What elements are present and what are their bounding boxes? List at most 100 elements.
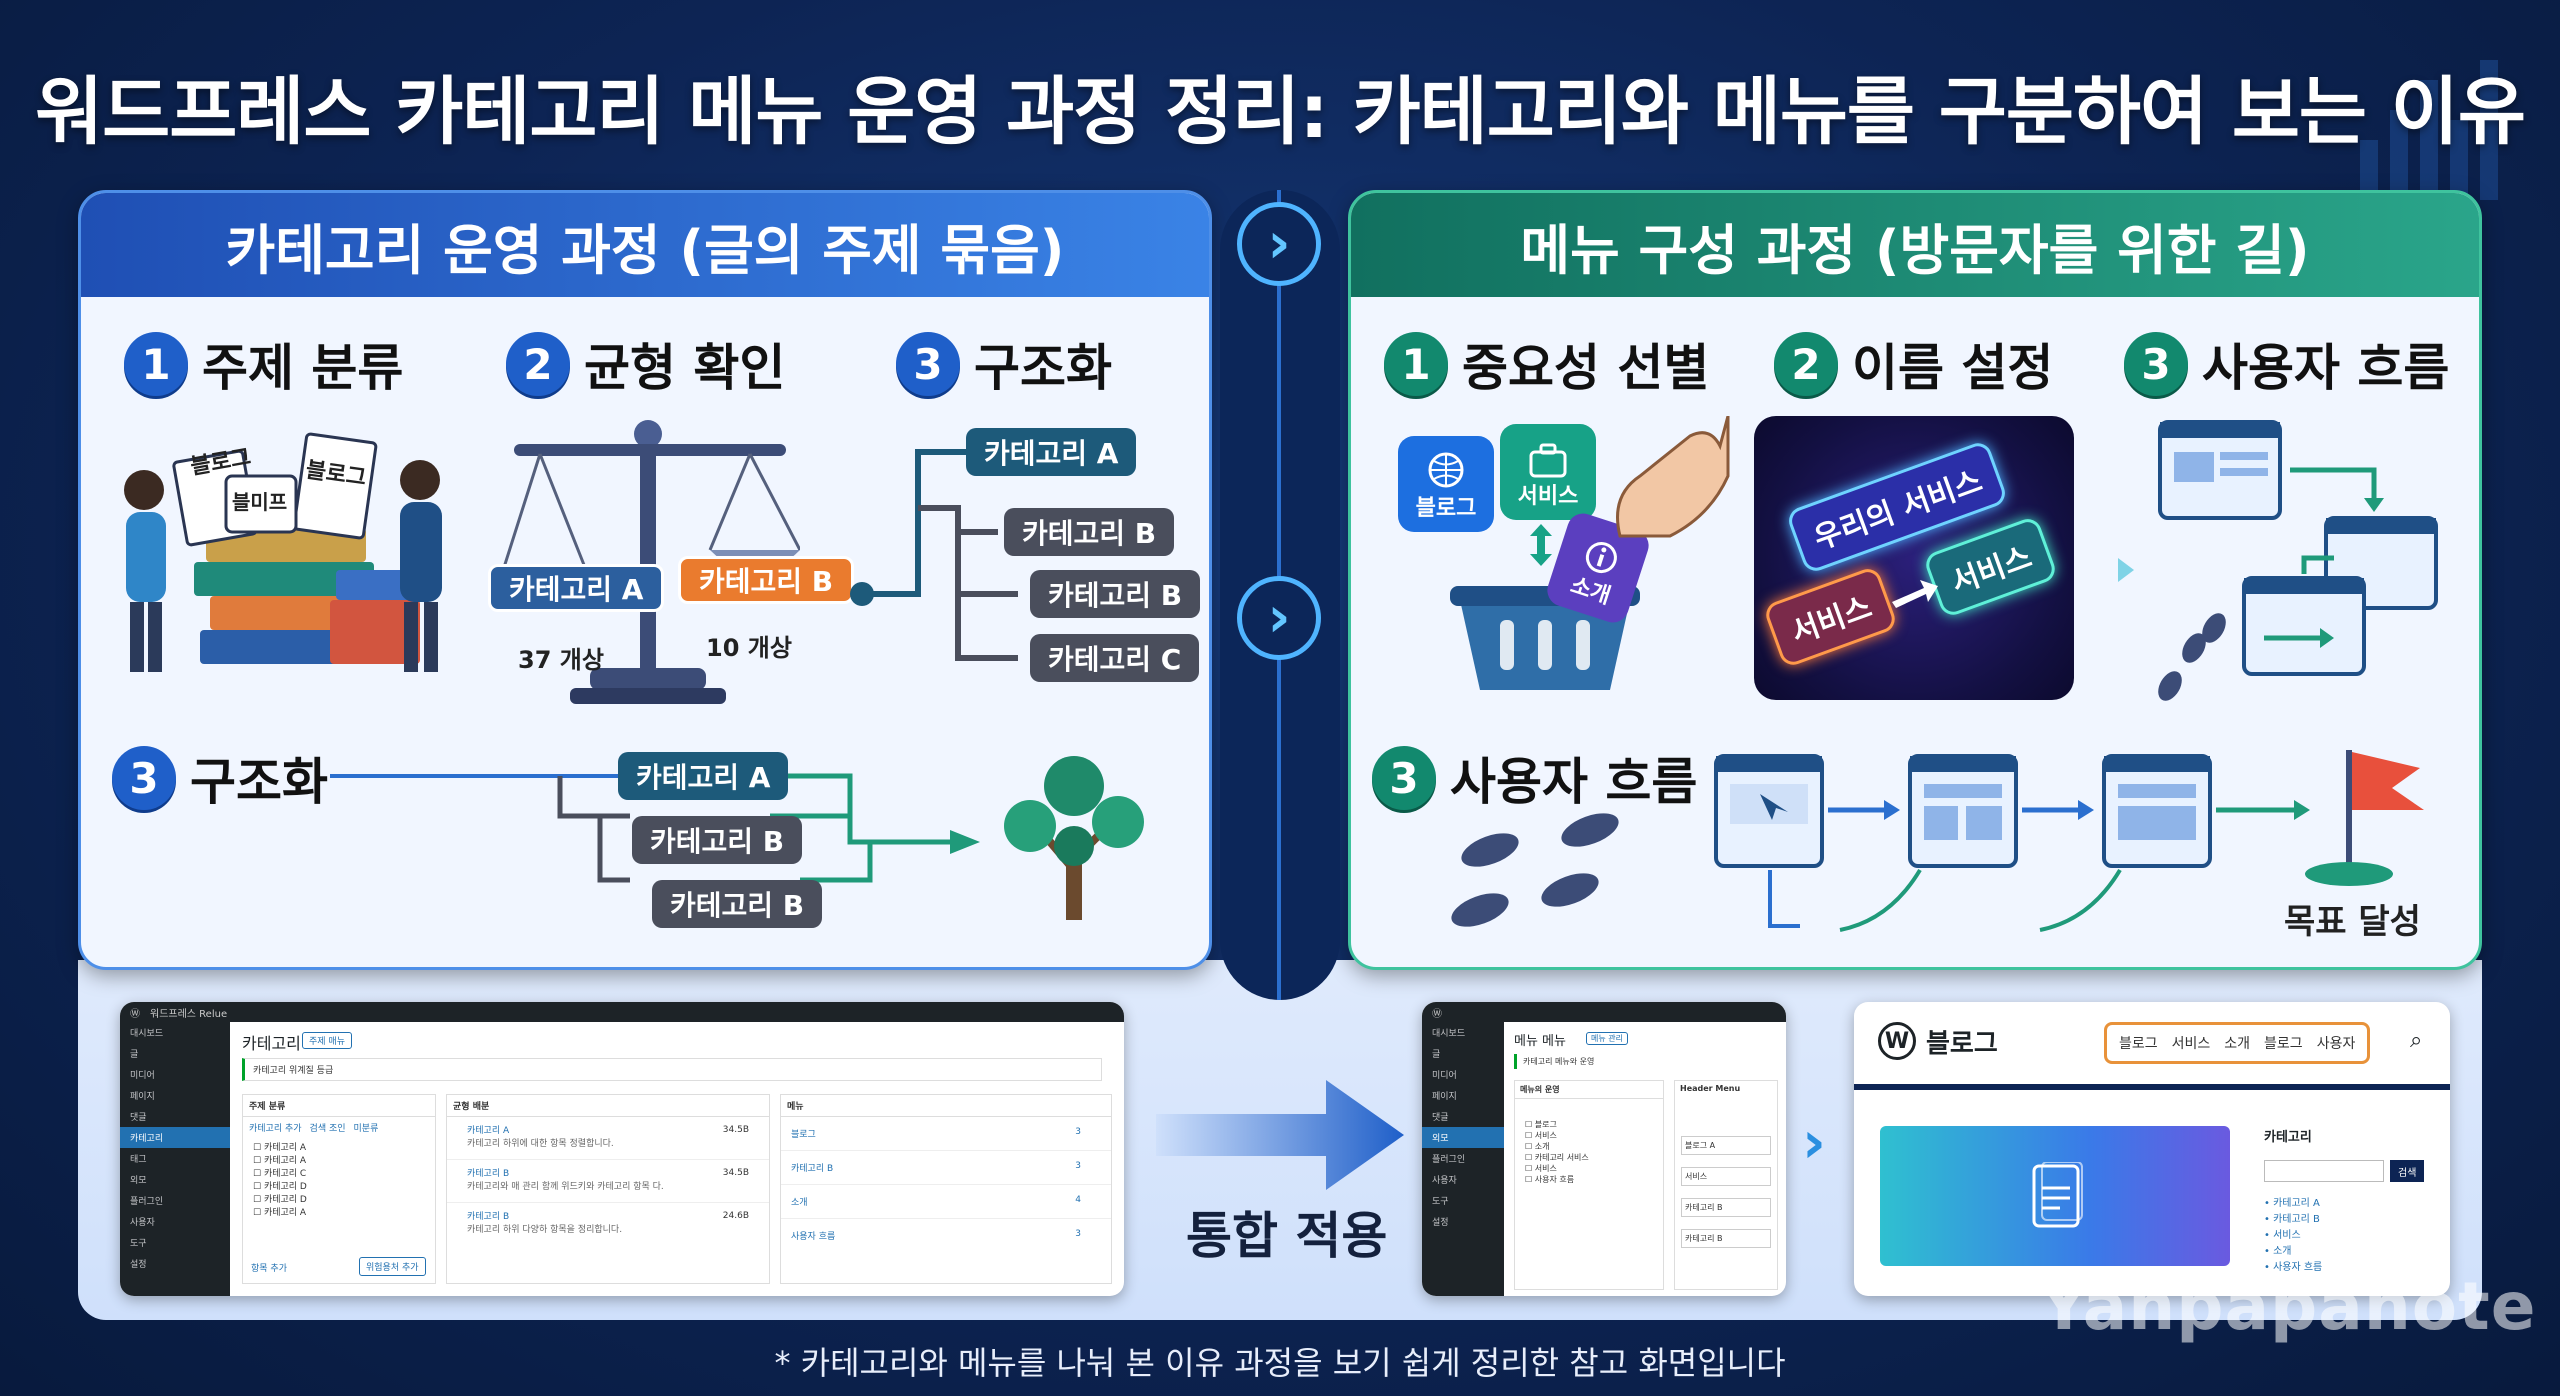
sidebar-search-input[interactable] [2264, 1160, 2384, 1182]
step-label: 주제 분류 [202, 339, 404, 397]
right-step-lower: 3 사용자 흐름 [1372, 742, 1697, 814]
wp-admin-sidebar: 대시보드 글 미디어 페이지 댓글 카테고리 태그 외모 플러그인 사용자 도구… [120, 1022, 230, 1296]
globe-icon: 블로그 [1398, 436, 1494, 532]
chevron-right-icon[interactable]: › [1237, 576, 1321, 660]
step-number: 3 [2124, 332, 2188, 396]
arrow-updown-icon [1530, 524, 1552, 566]
menu-structure-item[interactable]: 카테고리 B [1681, 1198, 1771, 1217]
admin-page-title: 메뉴 메뉴 [1514, 1034, 1566, 1049]
sidebar-item[interactable]: 대시보드 [130, 1029, 164, 1039]
left-step-3: 3 구조화 [896, 328, 1112, 400]
icon-label: 블로그 [1415, 496, 1477, 521]
menu-structure-item[interactable]: 블로그 A [1681, 1136, 1771, 1155]
wp-admin-sidebar: 대시보드 글 미디어 페이지 댓글 외모 플러그인 사용자 도구 설정 [1422, 1022, 1504, 1296]
sidebar-item[interactable]: 설정 [1432, 1218, 1449, 1228]
admin-action-button[interactable]: 메뉴 관리 [1586, 1032, 1628, 1045]
page-title: 워드프레스 카테고리 메뉴 운영 과정 정리: 카테고리와 메뉴를 구분하여 보… [35, 69, 2526, 155]
sidebar-item[interactable]: 페이지 [130, 1092, 155, 1102]
info-icon: 소개 [1543, 509, 1653, 627]
wordpress-icon: Ⓦ [130, 1008, 140, 1020]
tab-link[interactable]: 카테고리 추가 [249, 1124, 302, 1134]
menu-checkbox-item[interactable]: ☐ 서비스 [1525, 1164, 1557, 1173]
category-checkbox-item[interactable]: ☐ 카테고리 D [253, 1182, 307, 1192]
books-people-illustration [124, 432, 442, 672]
sidebar-item[interactable]: 미디어 [1432, 1071, 1457, 1081]
flow-item: 카테고리 A [618, 752, 789, 800]
briefcase-icon: 서비스 [1500, 424, 1596, 520]
sidebar-item[interactable]: 글 [1432, 1050, 1441, 1060]
category-link[interactable]: • 소개 [2264, 1246, 2292, 1257]
nav-item[interactable]: 사용자 [2316, 1036, 2356, 1052]
menu-structure-item[interactable]: 카테고리 B [1681, 1229, 1771, 1248]
sidebar-item[interactable]: 사용자 [130, 1218, 155, 1228]
sidebar-item[interactable]: 글 [130, 1050, 139, 1060]
admin-action-button[interactable]: 주제 매뉴 [302, 1032, 352, 1049]
icon-label: 서비스 [1517, 484, 1579, 509]
nav-item[interactable]: 블로그 [2119, 1036, 2158, 1052]
category-checkbox-item[interactable]: ☐ 카테고리 D [253, 1195, 307, 1205]
sidebar-item[interactable]: 댓글 [130, 1113, 147, 1123]
category-checkbox-item[interactable]: ☐ 카테고리 C [253, 1169, 307, 1179]
tree-icon [1004, 756, 1144, 920]
merge-arrow-icon [1156, 1080, 1404, 1190]
balance-row[interactable]: 카테고리 B 카테고리 하위 다양하 항목을 정리합니다. 24.6B [467, 1211, 749, 1235]
sidebar-item[interactable]: 페이지 [1432, 1092, 1457, 1102]
sidebar-item[interactable]: 플러그인 [130, 1197, 164, 1207]
sidebar-item[interactable]: 도구 [130, 1239, 147, 1249]
step-label: 구조화 [190, 753, 328, 811]
category-checkbox-item[interactable]: ☐ 카테고리 A [253, 1156, 307, 1166]
sidebar-item[interactable]: 설정 [130, 1260, 147, 1270]
category-link[interactable]: • 카테고리 A [2264, 1198, 2320, 1209]
menu-checkbox-item[interactable]: ☐ 서비스 [1525, 1131, 1557, 1140]
sidebar-item[interactable]: 도구 [1432, 1197, 1449, 1207]
site-nav-menu: 블로그 서비스 소개 블로그 사용자 [2104, 1022, 2371, 1064]
sidebar-item[interactable]: 댓글 [1432, 1113, 1449, 1123]
category-checkbox-item[interactable]: ☐ 카테고리 A [253, 1208, 307, 1218]
site-logo[interactable]: W 블로그 [1878, 1022, 1998, 1060]
right-step-3: 3 사용자 흐름 [2124, 328, 2449, 400]
menu-structure-item[interactable]: 서비스 [1681, 1167, 1771, 1186]
tab-link[interactable]: 미분류 [353, 1124, 379, 1134]
chevron-right-icon[interactable]: › [1237, 202, 1321, 286]
category-link[interactable]: • 사용자 흐름 [2264, 1262, 2323, 1273]
menu-checkbox-item[interactable]: ☐ 사용자 흐름 [1525, 1175, 1575, 1184]
add-item-link[interactable]: 항목 추가 [251, 1264, 287, 1274]
sidebar-category-list: • 카테고리 A • 카테고리 B • 서비스 • 소개 • 사용자 흐름 [2264, 1196, 2322, 1276]
category-checkbox-item[interactable]: ☐ 카테고리 A [253, 1143, 307, 1153]
step-label: 구조화 [974, 339, 1112, 397]
balance-row[interactable]: 카테고리 B 카테고리와 매 관리 함께 위드키와 카테고리 항목 다. 34.… [447, 1160, 769, 1203]
sidebar-item[interactable]: 태그 [130, 1155, 147, 1165]
wordpress-icon: Ⓦ [1432, 1008, 1442, 1020]
add-category-button[interactable]: 위험용처 추가 [359, 1257, 426, 1276]
menu-checkbox-item[interactable]: ☐ 소개 [1525, 1142, 1550, 1151]
search-icon[interactable]: ⌕ [2410, 1028, 2423, 1053]
sidebar-item[interactable]: 플러그인 [1432, 1155, 1466, 1165]
box-title: 균형 배분 [447, 1095, 769, 1117]
sidebar-item[interactable]: 미디어 [130, 1071, 155, 1081]
nav-item[interactable]: 서비스 [2171, 1036, 2211, 1052]
sidebar-item[interactable]: 사용자 [1432, 1176, 1457, 1186]
tab-link[interactable]: 검색 조인 [309, 1124, 346, 1134]
admin-notice: 카테고리 메뉴와 운영 [1514, 1054, 1774, 1069]
sidebar-item-current[interactable]: 외모 [1422, 1127, 1504, 1148]
category-link[interactable]: • 카테고리 B [2264, 1214, 2320, 1225]
sidebar-item[interactable]: 외모 [130, 1176, 147, 1186]
sidebar-item-current[interactable]: 카테고리 [120, 1127, 230, 1148]
balance-row[interactable]: 카테고리 A 카테고리 하위에 대한 항목 정렬합니다. 34.5B [447, 1117, 769, 1160]
nav-item[interactable]: 소개 [2224, 1036, 2251, 1052]
category-link[interactable]: • 서비스 [2264, 1230, 2301, 1241]
scale-label-right: 카테고리 B [678, 556, 855, 604]
goal-label: 목표 달성 [2284, 902, 2421, 942]
sidebar-item[interactable]: 대시보드 [1432, 1029, 1466, 1039]
info-icon [1585, 542, 1617, 574]
sidebar-search-button[interactable]: 검색 [2390, 1160, 2425, 1182]
nav-item[interactable]: 블로그 [2264, 1036, 2303, 1052]
site-name: 워드프레스 Relue [150, 1008, 228, 1020]
menu-checkbox-item[interactable]: ☐ 블로그 [1525, 1120, 1557, 1129]
menu-checkbox-item[interactable]: ☐ 카테고리 서비스 [1525, 1153, 1589, 1162]
